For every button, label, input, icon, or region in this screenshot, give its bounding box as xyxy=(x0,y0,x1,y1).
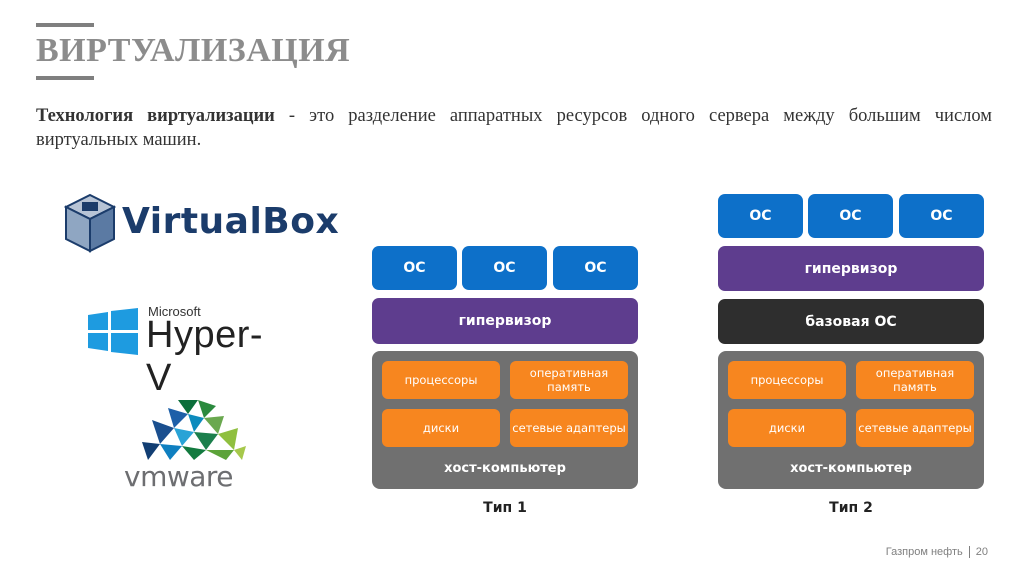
virtualbox-wordmark: VirtualBox xyxy=(122,201,340,242)
type2-os-box: ОС xyxy=(718,194,803,238)
type1-diagram: ОС ОС ОС гипервизор процессоры оперативн… xyxy=(372,246,638,518)
type2-nic-box: сетевые адаптеры xyxy=(856,409,974,447)
page-number: 20 xyxy=(975,546,988,558)
type1-disk-box: диски xyxy=(382,409,500,447)
intro-definition: - это разделение аппаратных ресурсов одн… xyxy=(36,106,993,150)
hyperv-logo: Microsoft Hyper-V xyxy=(88,302,288,399)
type1-os-box: ОС xyxy=(462,246,547,290)
title-rule-top xyxy=(36,23,94,27)
type1-label: Тип 1 xyxy=(483,500,527,516)
type2-cpu-box: процессоры xyxy=(728,361,846,399)
windows-icon xyxy=(88,308,138,355)
vmware-logo: vmware xyxy=(124,400,264,500)
type2-host-box: процессоры оперативная память диски сете… xyxy=(718,351,984,489)
type2-host-label: хост-компьютер xyxy=(790,461,912,476)
vmware-wordmark: vmware xyxy=(124,460,234,493)
type1-nic-box: сетевые адаптеры xyxy=(510,409,628,447)
type1-cpu-box: процессоры xyxy=(382,361,500,399)
type2-os-box: ОС xyxy=(899,194,984,238)
hyperv-brand: Microsoft xyxy=(148,304,201,319)
type2-ram-box: оперативная память xyxy=(856,361,974,399)
hyperv-wordmark: Hyper-V xyxy=(146,314,264,399)
type1-ram-box: оперативная память xyxy=(510,361,628,399)
type2-disk-box: диски xyxy=(728,409,846,447)
intro-paragraph: Технология виртуализации - это разделени… xyxy=(36,104,992,152)
type1-os-box: ОС xyxy=(372,246,457,290)
type2-base-os-box: базовая ОС xyxy=(718,299,984,344)
title-rule-bottom xyxy=(36,76,94,80)
virtualbox-cube-icon xyxy=(64,193,116,253)
type2-os-box: ОС xyxy=(808,194,893,238)
type1-os-box: ОС xyxy=(553,246,638,290)
type1-hypervisor-box: гипервизор xyxy=(372,298,638,344)
footer-company: Газпром нефть xyxy=(885,546,963,558)
type2-hypervisor-box: гипервизор xyxy=(718,246,984,291)
type2-diagram: ОС ОС ОС гипервизор базовая ОС процессор… xyxy=(718,194,984,518)
footer-separator xyxy=(968,546,970,559)
type2-label: Тип 2 xyxy=(829,500,873,516)
virtualbox-logo: VirtualBox xyxy=(64,193,339,257)
type1-host-box: процессоры оперативная память диски сете… xyxy=(372,351,638,489)
intro-term: Технология виртуализации xyxy=(36,106,275,126)
vmware-cloud-icon xyxy=(142,400,246,460)
slide-title: ВИРТУАЛИЗАЦИЯ xyxy=(36,32,351,69)
slide-footer: Газпром нефть 20 xyxy=(885,546,988,559)
type1-host-label: хост-компьютер xyxy=(444,461,566,476)
